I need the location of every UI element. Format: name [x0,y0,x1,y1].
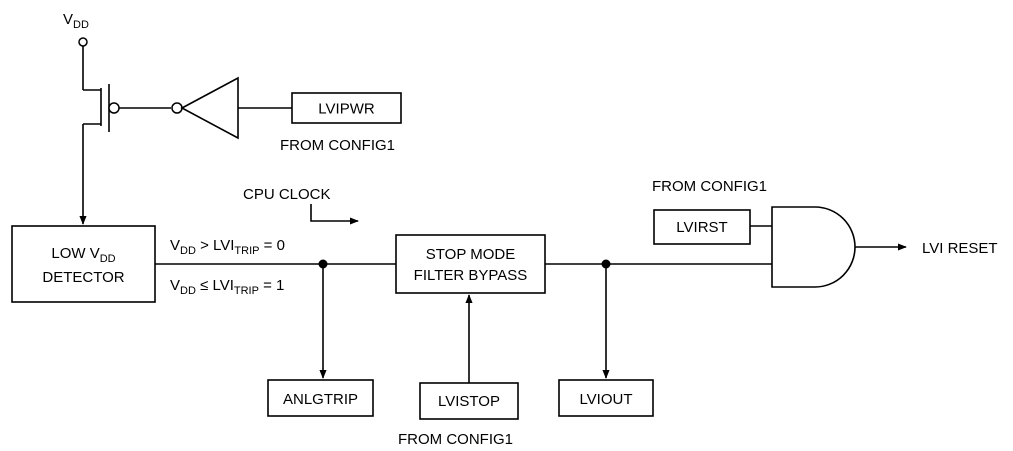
lvirst-box [653,209,751,245]
from-config1-lvipwr: FROM CONFIG1 [280,137,395,154]
anlgtrip-box [267,379,374,417]
inverter-symbol [180,76,239,140]
detector-label-line2: DETECTOR [42,269,124,286]
cpu-clock-arrow [310,204,359,225]
and-gate [771,206,856,288]
detector-label-line1: LOW VDD [51,245,115,265]
anlgtrip-label: ANLGTRIP [283,391,358,408]
pmos-transistor [83,84,120,132]
vdd-label: VDD [63,11,89,31]
from-config1-lvistop: FROM CONFIG1 [398,431,513,448]
stop-mode-filter-bypass-box [395,234,546,294]
lvipwr-box [291,92,402,124]
low-vdd-detector-box [11,225,156,303]
from-config1-lvirst: FROM CONFIG1 [652,178,767,195]
lviout-box [558,379,654,417]
lvirst-label: LVIRST [676,219,727,236]
lvistop-box [419,382,519,420]
lvi-reset-label: LVI RESET [922,240,998,257]
lviout-label: LVIOUT [579,391,632,408]
lvistop-label: LVISTOP [438,393,500,410]
lvipwr-label: LVIPWR [318,101,375,118]
stop-filter-label-line1: STOP MODE [426,246,515,263]
stop-filter-label-line2: FILTER BYPASS [414,267,528,284]
condition-gt-label: VDD > LVITRIP = 0 [170,237,285,257]
cpu-clock-label: CPU CLOCK [243,186,331,203]
condition-le-label: VDD ≤ LVITRIP = 1 [170,277,284,297]
vdd-terminal [78,37,88,47]
